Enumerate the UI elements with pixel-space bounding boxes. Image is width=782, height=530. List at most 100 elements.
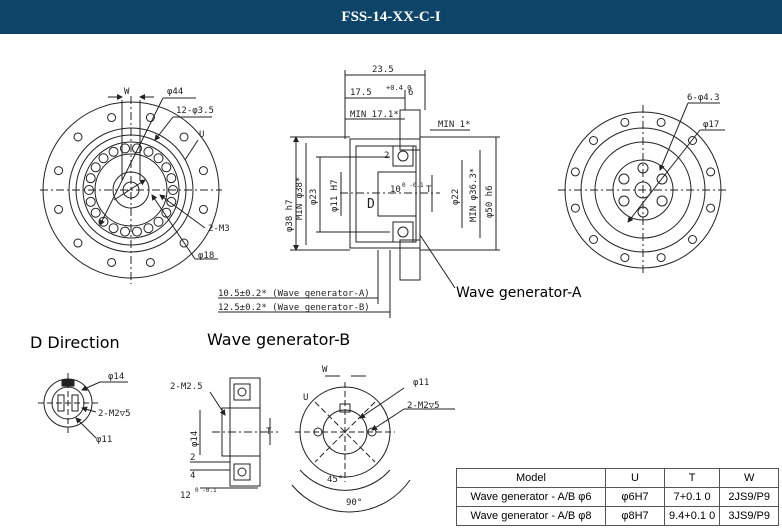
wgb-t-label: T bbox=[266, 427, 272, 437]
bolt-hole-icon bbox=[54, 166, 64, 176]
front-w-label: W bbox=[124, 87, 130, 97]
front-view bbox=[40, 94, 222, 284]
bolt-hole-icon bbox=[145, 257, 155, 267]
bolt-hole-icon bbox=[687, 136, 697, 146]
wgb-d12-label: 12 bbox=[180, 491, 191, 501]
front-m3-label: 2-M3 bbox=[208, 224, 230, 234]
side-d10-tol: 0 -0.1 bbox=[402, 182, 424, 189]
wgb-d2-label: 2 bbox=[190, 453, 195, 463]
d-dir-m2-label: 2-M2▽5 bbox=[98, 409, 131, 419]
bearing-ball-icon bbox=[120, 143, 131, 154]
side-d50h6-label: φ50 h6 bbox=[485, 185, 495, 218]
bolt-hole-icon bbox=[620, 253, 630, 263]
bearing-ball-icon bbox=[143, 146, 154, 157]
bolt-hole-icon bbox=[107, 113, 117, 123]
bolt-hole-icon bbox=[198, 166, 208, 176]
spec-table-header-row: Model U T W bbox=[456, 468, 780, 488]
bearing-ball-icon bbox=[166, 196, 177, 207]
side-t-label: T bbox=[426, 185, 432, 195]
bolt-hole-icon bbox=[706, 167, 716, 177]
spec-header-model: Model bbox=[456, 468, 606, 488]
bearing-ball-icon bbox=[166, 173, 177, 184]
side-d23-5-label: 23.5 bbox=[372, 65, 394, 75]
table-row: Wave generator - A/B φ8 φ8H7 9.4+0.1 0 3… bbox=[456, 506, 780, 526]
side-len-a-label: 10.5±0.2* (Wave generator-A) bbox=[218, 289, 370, 299]
bearing-ball-icon bbox=[108, 223, 119, 234]
bolt-hole-icon bbox=[589, 234, 599, 244]
bolt-hole-icon bbox=[620, 117, 630, 127]
side-d17-5-tol: +0.4 0 bbox=[386, 84, 411, 92]
page-title: FSS-14-XX-C-I bbox=[341, 9, 441, 25]
side-len-b-label: 12.5±0.2* (Wave generator-B) bbox=[218, 303, 370, 313]
spec-cell: 3JS9/P9 bbox=[719, 506, 780, 526]
spec-table: Model U T W Wave generator - A/B φ6 φ6H7… bbox=[456, 468, 780, 526]
bolt-hole-icon bbox=[179, 238, 189, 248]
side-d6-label: 6 bbox=[408, 88, 413, 98]
bolt-hole-icon bbox=[145, 113, 155, 123]
spec-header-u: U bbox=[605, 468, 665, 488]
bearing-ball-icon bbox=[85, 196, 96, 207]
side-min1-label: MIN 1* bbox=[438, 120, 471, 130]
spec-cell: 7+0.1 0 bbox=[663, 487, 721, 507]
side-min38-label: MIN φ38* bbox=[295, 177, 305, 220]
front-u-label: U bbox=[199, 130, 204, 140]
side-min17-label: MIN 17.1* bbox=[350, 110, 399, 120]
title-bar bbox=[0, 0, 782, 34]
side-d10-label: 10 bbox=[390, 185, 401, 195]
wgb-d4-label: 4 bbox=[190, 471, 195, 481]
bolt-hole-icon bbox=[570, 167, 580, 177]
wave-generator-b-title: Wave generator-B bbox=[207, 330, 350, 349]
bolt-hole-icon bbox=[656, 195, 668, 207]
bolt-hole-icon bbox=[107, 257, 117, 267]
spec-cell: Wave generator - A/B φ6 bbox=[456, 487, 606, 507]
d-direction-view bbox=[38, 373, 128, 439]
wgb-a90-label: 90° bbox=[346, 498, 362, 508]
front-d18-label: φ18 bbox=[198, 251, 214, 261]
bolt-hole-icon bbox=[618, 173, 630, 185]
d-dir-d14-label: φ14 bbox=[108, 372, 124, 382]
wave-generator-a-label: Wave generator-A bbox=[456, 285, 582, 301]
rear-holes-label: 6-φ4.3 bbox=[687, 93, 720, 103]
front-d44-label: φ44 bbox=[167, 87, 183, 97]
side-d23-label: φ23 bbox=[309, 189, 319, 205]
bearing-ball-icon bbox=[161, 162, 172, 173]
bolt-hole-icon bbox=[570, 203, 580, 213]
side-d38h7-label: φ38 h7 bbox=[285, 199, 295, 232]
side-section-view bbox=[218, 70, 500, 318]
rear-view bbox=[558, 102, 728, 275]
d-direction-title: D Direction bbox=[30, 333, 120, 352]
bolt-hole-icon bbox=[73, 132, 83, 142]
spec-header-t: T bbox=[663, 468, 721, 488]
bolt-hole-icon bbox=[179, 132, 189, 142]
bolt-hole-icon bbox=[589, 136, 599, 146]
bolt-hole-icon bbox=[687, 234, 697, 244]
technical-drawing: W φ44 12-φ3.5 U 2-M3 φ18 23.5 17.5 +0.4 … bbox=[30, 65, 728, 513]
wgb-m2-label: 2-M2▽5 bbox=[407, 401, 440, 411]
spec-cell: 9.4+0.1 0 bbox=[663, 506, 721, 526]
rear-d17-label: φ17 bbox=[703, 120, 719, 130]
bearing-ball-icon bbox=[153, 153, 164, 164]
table-row: Wave generator - A/B φ6 φ6H7 7+0.1 0 2JS… bbox=[456, 487, 780, 507]
bearing-ball-icon bbox=[90, 162, 101, 173]
bearing-ball-icon bbox=[90, 207, 101, 218]
bearing-ball-icon bbox=[120, 226, 131, 237]
bolt-hole-icon bbox=[73, 238, 83, 248]
front-holes-label: 12-φ3.5 bbox=[176, 106, 214, 116]
bearing-ball-icon bbox=[85, 173, 96, 184]
wave-generator-b-front bbox=[291, 375, 455, 513]
side-d17-5-label: 17.5 bbox=[350, 88, 372, 98]
side-d22-label: φ22 bbox=[451, 189, 461, 205]
bearing-ball-icon bbox=[98, 153, 109, 164]
wave-generator-b-section bbox=[190, 377, 278, 489]
bolt-hole-icon bbox=[656, 173, 668, 185]
d-dir-d11-label: φ11 bbox=[96, 435, 112, 445]
bearing-ball-icon bbox=[143, 223, 154, 234]
spec-header-w: W bbox=[719, 468, 780, 488]
wgb-w-label: W bbox=[322, 365, 328, 375]
side-d11h7-label: φ11 H7 bbox=[330, 179, 340, 212]
bearing-ball-icon bbox=[131, 143, 142, 154]
side-min36-label: MIN φ36.3* bbox=[469, 168, 479, 222]
bolt-hole-icon bbox=[656, 253, 666, 263]
side-d2-label: 2 bbox=[384, 151, 389, 161]
spec-cell: Wave generator - A/B φ8 bbox=[456, 506, 606, 526]
